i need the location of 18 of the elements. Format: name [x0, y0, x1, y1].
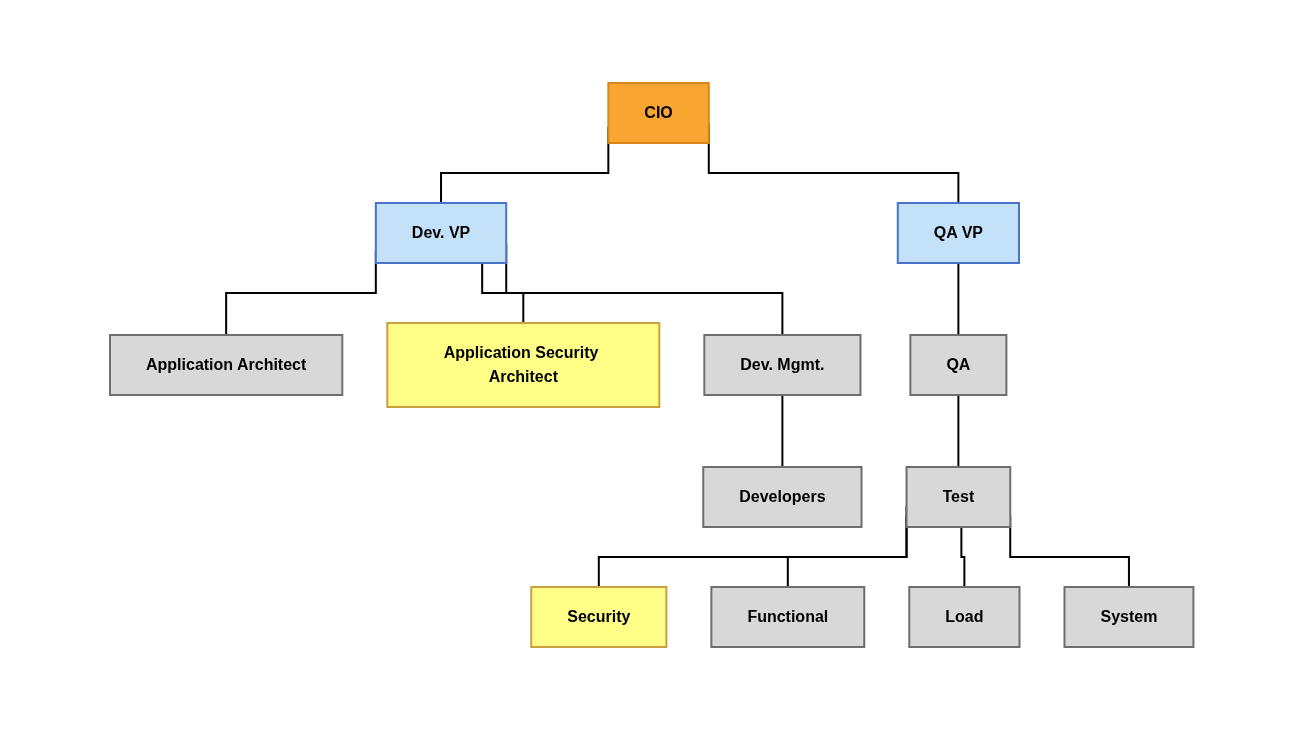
connector [957, 393, 960, 468]
node-box: QA VP [897, 201, 1021, 264]
connector [960, 525, 966, 588]
node-box: Load [908, 585, 1021, 648]
node-box: Application Architect [109, 333, 344, 396]
node-box: Dev. VP [375, 201, 508, 264]
connector [481, 261, 525, 324]
connector [957, 261, 960, 336]
node-box: Developers [702, 465, 863, 528]
node-box: CIO [607, 81, 711, 144]
connector [781, 393, 784, 468]
node-box: Test [905, 465, 1012, 528]
node-box: Security [530, 585, 668, 648]
node-box: System [1063, 585, 1195, 648]
node-box: Functional [710, 585, 866, 648]
node-box: QA [909, 333, 1008, 396]
node-box: Application Security Architect [386, 321, 661, 408]
node-box: Dev. Mgmt. [703, 333, 862, 396]
